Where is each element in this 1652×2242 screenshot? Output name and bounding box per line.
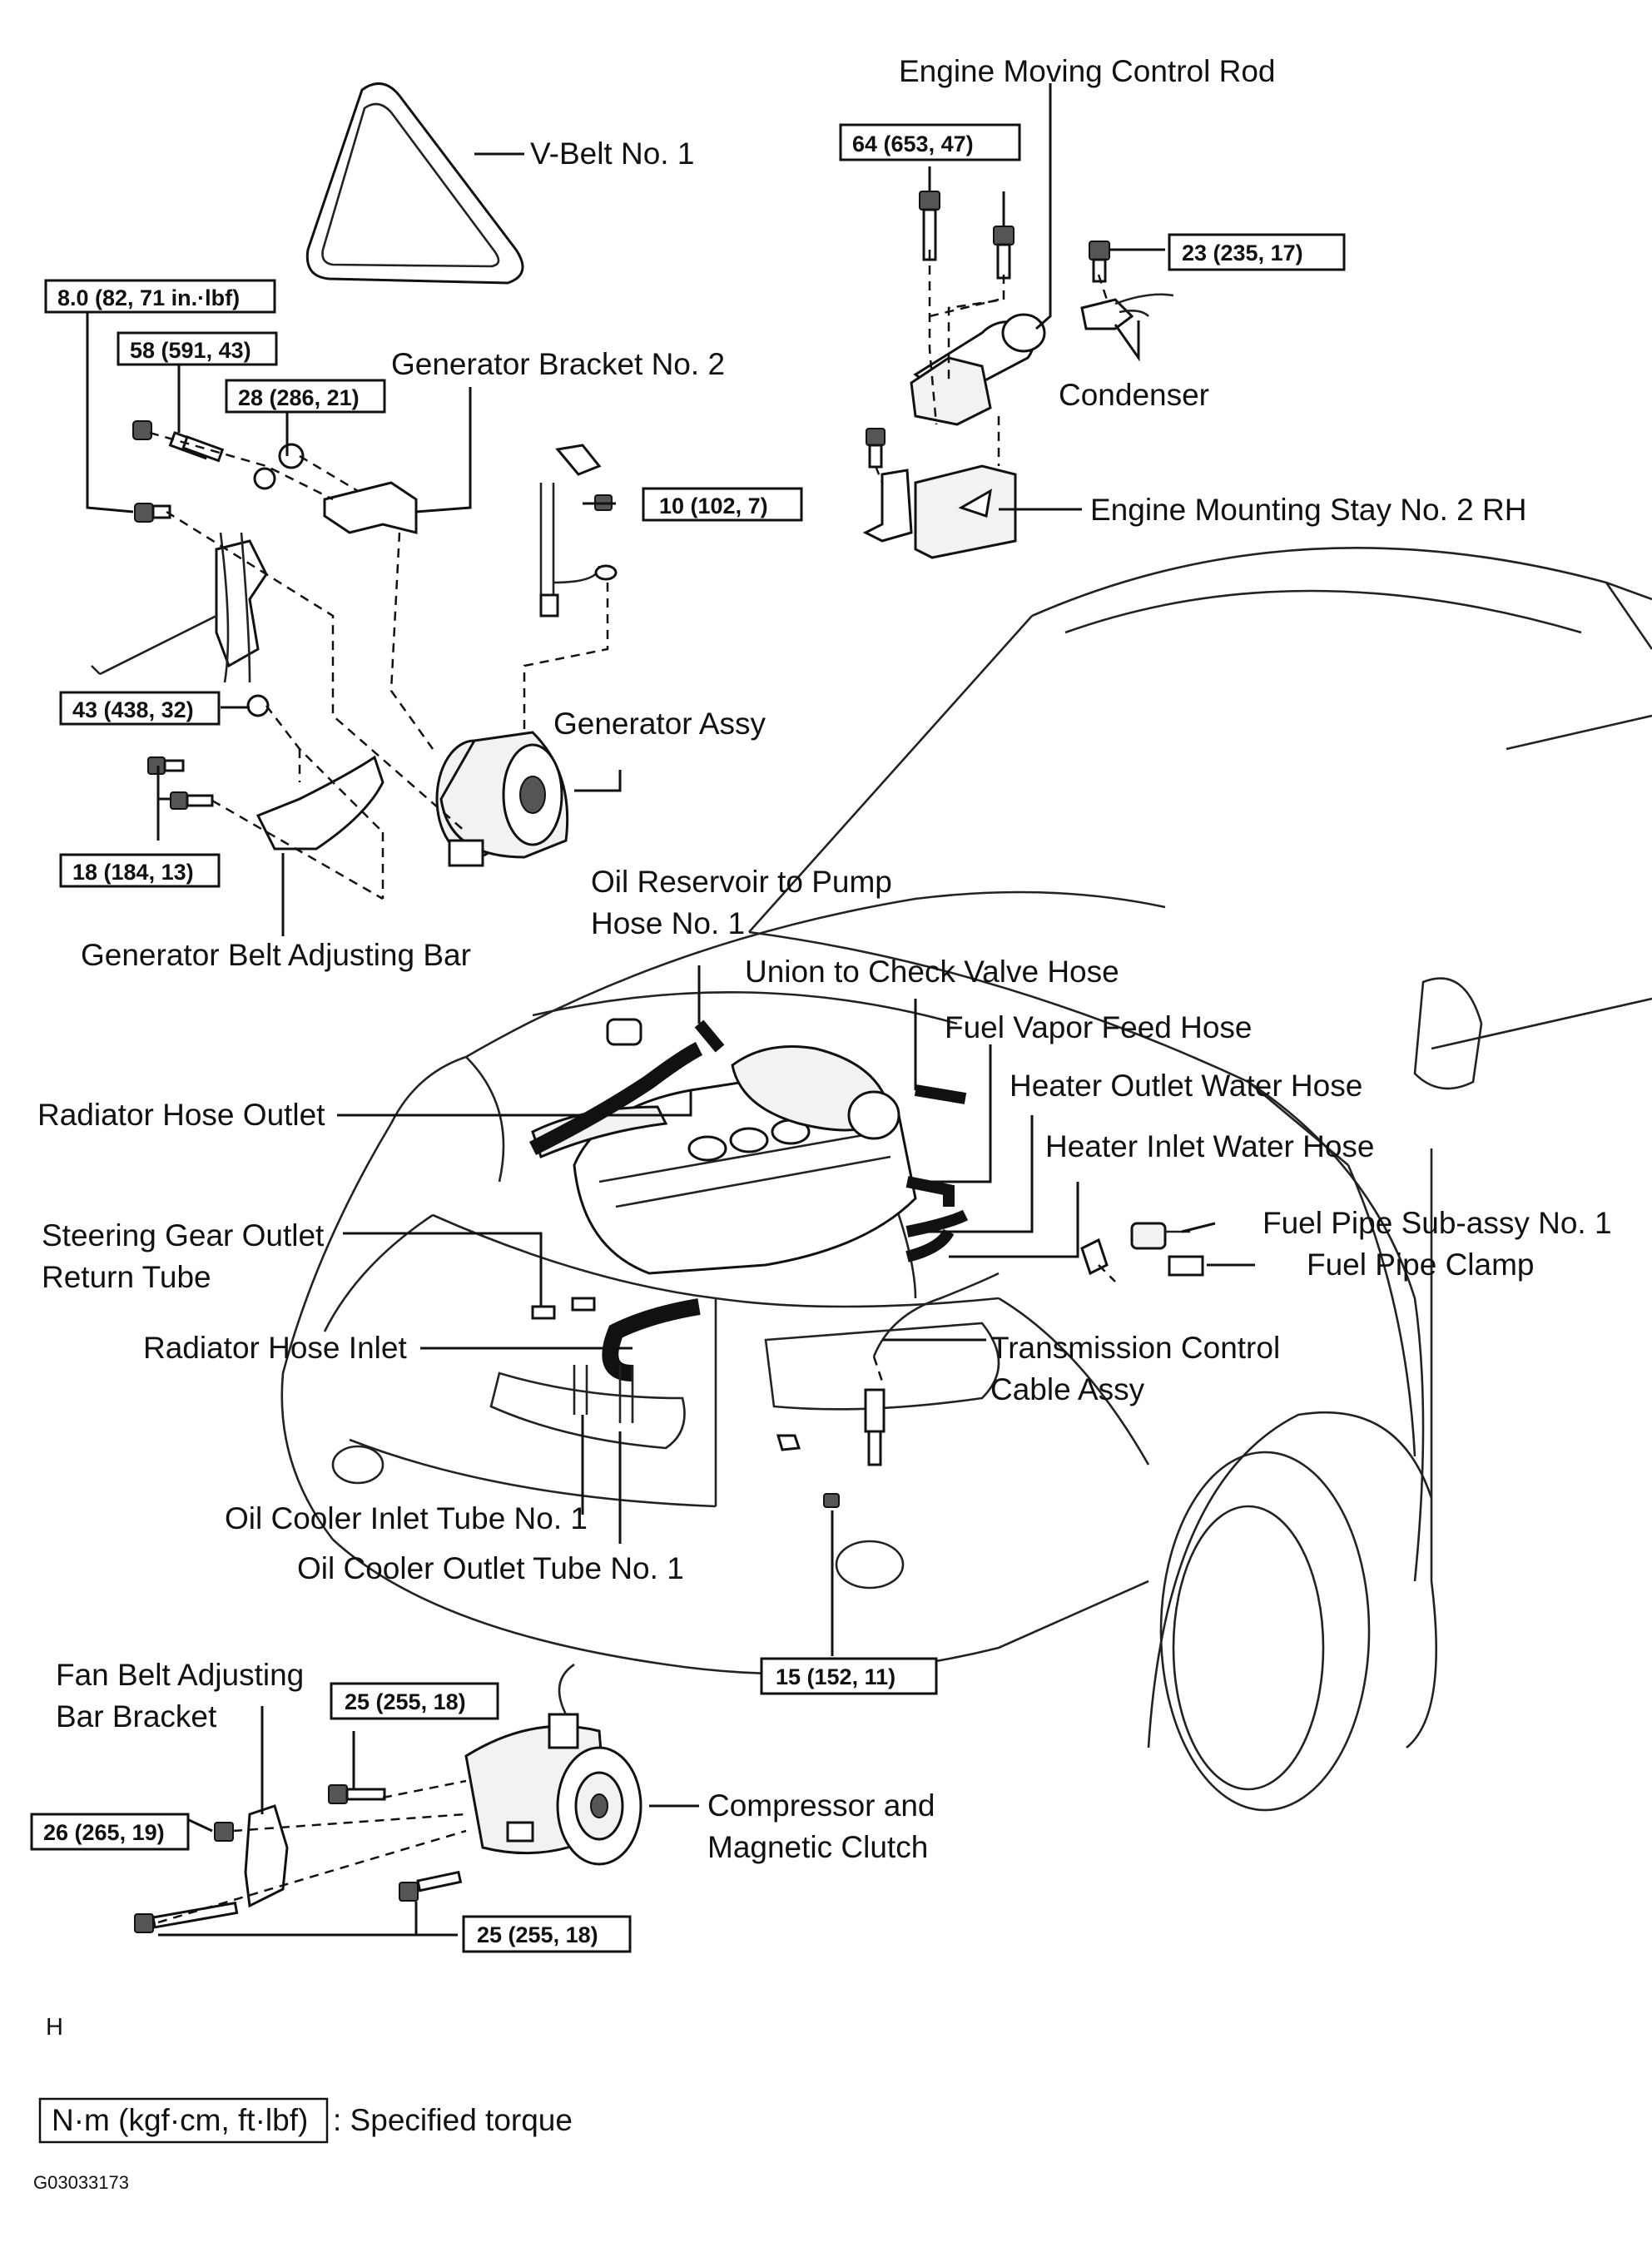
torque-spec: 43 (438, 32) (59, 691, 221, 726)
fuel-pipe-clamp-icon (1168, 1255, 1204, 1277)
fuel-pipe-icon (1130, 1222, 1167, 1250)
torque-spec: 28 (286, 21) (225, 379, 386, 414)
torque-value: 23 (235, 17) (1182, 241, 1303, 265)
return-tube-icon (571, 1297, 596, 1312)
heater-outlet-label: Heater Outlet Water Hose (1010, 1069, 1362, 1103)
radiator-hose-outlet-label: Radiator Hose Outlet (37, 1098, 325, 1132)
v-belt-inner-icon (321, 102, 500, 268)
torque-value: 64 (653, 47) (852, 131, 974, 156)
torque-value: 28 (286, 21) (238, 385, 360, 410)
torque-spec: 25 (255, 18) (330, 1682, 499, 1720)
bolt-icon (147, 756, 214, 810)
clip-icon (776, 1434, 801, 1451)
steering-gear-label-line1: Steering Gear Outlet (42, 1218, 325, 1252)
steering-gear-label-line2: Return Tube (42, 1260, 211, 1294)
torque-spec: 15 (152, 11) (760, 1657, 938, 1695)
torque-value: 10 (102, 7) (659, 494, 768, 518)
assembly-lines (149, 250, 1116, 1924)
fan-belt-bracket-icon (244, 1804, 289, 1908)
bolt-icon (134, 1784, 463, 1933)
oil-cooler-inlet-label: Oil Cooler Inlet Tube No. 1 (225, 1501, 588, 1535)
oil-reservoir-label-line2: Hose No. 1 (591, 906, 745, 940)
torque-spec: 26 (265, 19) (30, 1813, 190, 1851)
fuel-pipe-end-icon (1080, 1238, 1109, 1276)
generator-bracket-icon (323, 481, 418, 534)
torque-spec: 23 (235, 17) (1168, 233, 1346, 271)
fan-belt-bracket-label-line1: Fan Belt Adjusting (56, 1658, 304, 1692)
torque-spec: 25 (255, 18) (462, 1915, 632, 1953)
generator-assy-label: Generator Assy (553, 707, 766, 741)
cable-fitting-icon (864, 1388, 886, 1433)
diagram-marker: H (46, 2014, 63, 2041)
bolt-icon (866, 191, 1110, 469)
compressor-icon (464, 1663, 642, 1866)
return-tube-icon (531, 1305, 556, 1320)
fuel-vapor-feed-label: Fuel Vapor Feed Hose (945, 1010, 1253, 1044)
torque-spec: 18 (184, 13) (59, 853, 221, 888)
connector-icon (555, 444, 602, 476)
torque-value: 8.0 (82, 71 in.·lbf) (57, 285, 240, 310)
torque-value: 58 (591, 43) (130, 338, 251, 363)
connector-icon (539, 593, 559, 618)
condenser-label: Condenser (1059, 378, 1209, 412)
figure-code: G03033173 (33, 2172, 129, 2193)
terminal-icon (594, 564, 618, 581)
torque-spec: 64 (653, 47) (839, 123, 1021, 161)
generator-icon (435, 731, 569, 867)
fan-belt-bracket-label-line2: Bar Bracket (56, 1699, 217, 1734)
washer-icon (253, 467, 276, 490)
fuel-pipe-subassy-label: Fuel Pipe Sub-assy No. 1 (1263, 1206, 1612, 1240)
torque-legend-description: : Specified torque (333, 2103, 573, 2137)
generator-bracket-no2-label: Generator Bracket No. 2 (391, 347, 725, 381)
generator-belt-adjusting-bar-label: Generator Belt Adjusting Bar (81, 938, 471, 972)
oil-reservoir-label-line1: Oil Reservoir to Pump (591, 865, 892, 899)
torque-spec: 10 (102, 7) (642, 487, 803, 522)
engine-mounting-stay-icon (914, 464, 1017, 559)
v-belt-label: V-Belt No. 1 (530, 136, 694, 171)
torque-value: 26 (265, 19) (43, 1820, 165, 1845)
washer-icon (278, 443, 305, 469)
engine-moving-control-rod-label: Engine Moving Control Rod (899, 54, 1275, 88)
compressor-label-line2: Magnetic Clutch (707, 1830, 928, 1864)
v-belt-icon (305, 82, 524, 285)
radiator-hose-inlet-label: Radiator Hose Inlet (143, 1331, 407, 1365)
condenser-icon (1080, 298, 1134, 330)
compressor-label-line1: Compressor and (707, 1788, 935, 1823)
vehicle-outline (280, 547, 1652, 1812)
torque-spec: 58 (591, 43) (117, 331, 278, 366)
heater-inlet-label: Heater Inlet Water Hose (1045, 1129, 1375, 1163)
transmission-control-label-line1: Transmission Control (990, 1331, 1280, 1365)
engine-mounting-stay-label: Engine Mounting Stay No. 2 RH (1090, 493, 1526, 527)
nut-icon (246, 694, 270, 717)
torque-value: 25 (255, 18) (345, 1689, 466, 1714)
union-check-valve-label: Union to Check Valve Hose (745, 955, 1119, 989)
torque-value: 15 (152, 11) (776, 1664, 895, 1689)
fuel-pipe-clamp-label: Fuel Pipe Clamp (1307, 1247, 1535, 1282)
oil-cooler-outlet-label: Oil Cooler Outlet Tube No. 1 (297, 1551, 684, 1585)
torque-spec: 8.0 (82, 71 in.·lbf) (44, 279, 276, 314)
bolt-icon (134, 503, 154, 523)
torque-value: 18 (184, 13) (72, 860, 194, 885)
transmission-control-label-line2: Cable Assy (990, 1372, 1145, 1406)
torque-unit-legend: N·m (kgf·cm, ft·lbf) (52, 2103, 308, 2137)
bolt-shank-icon (151, 504, 171, 519)
torque-value: 25 (255, 18) (477, 1922, 598, 1947)
adjusting-bar-icon (255, 755, 384, 851)
torque-value: 43 (438, 32) (72, 697, 194, 722)
clip-icon (823, 1493, 840, 1508)
leader-lines (86, 83, 1255, 1937)
engine-block (531, 1018, 917, 1275)
